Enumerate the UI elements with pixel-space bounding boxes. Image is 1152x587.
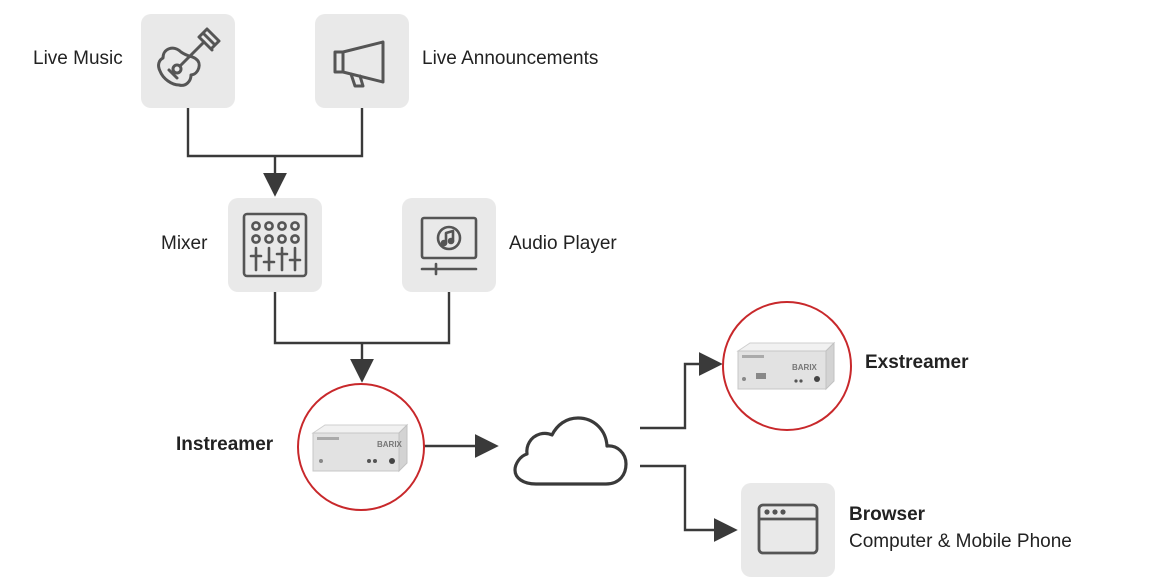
browser-window-icon bbox=[757, 503, 819, 555]
browser-sublabel: Computer & Mobile Phone bbox=[849, 531, 1072, 552]
cloud-icon bbox=[513, 416, 628, 486]
line-sources-to-mixer bbox=[186, 108, 364, 192]
exstreamer-device: BARIX bbox=[722, 301, 852, 431]
mixer-label: Mixer bbox=[161, 233, 208, 254]
live-music-tile bbox=[141, 14, 235, 108]
mixer-tile bbox=[228, 198, 322, 292]
exstreamer-brand-text: BARIX bbox=[792, 363, 818, 372]
live-announcements-label: Live Announcements bbox=[422, 48, 599, 69]
audio-player-tile bbox=[402, 198, 496, 292]
live-announcements-tile bbox=[315, 14, 409, 108]
instreamer-brand-text: BARIX bbox=[377, 440, 403, 449]
live-music-label: Live Music bbox=[33, 48, 123, 69]
megaphone-icon bbox=[333, 40, 385, 88]
line-cloud-to-exstreamer bbox=[640, 352, 723, 430]
instreamer-device: BARIX bbox=[297, 383, 425, 511]
music-player-icon bbox=[420, 216, 478, 276]
barix-instreamer-device-image: BARIX bbox=[311, 423, 409, 473]
line-mixer-player-to-instreamer bbox=[273, 292, 451, 378]
barix-exstreamer-device-image: BARIX bbox=[736, 341, 836, 391]
browser-label: Browser bbox=[849, 504, 926, 525]
browser-tile bbox=[741, 483, 835, 577]
mixer-icon bbox=[242, 212, 308, 278]
line-cloud-to-browser bbox=[640, 464, 738, 542]
exstreamer-label: Exstreamer bbox=[865, 352, 969, 373]
audio-player-label: Audio Player bbox=[509, 233, 617, 254]
guitar-icon bbox=[157, 27, 221, 87]
instreamer-label: Instreamer bbox=[176, 434, 274, 455]
